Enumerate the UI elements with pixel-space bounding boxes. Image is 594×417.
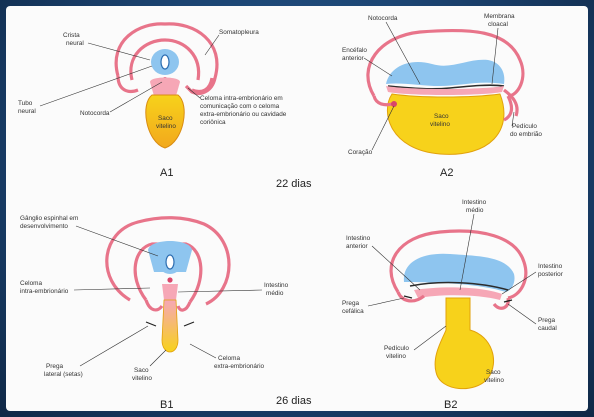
a1-label-notocorda: Notocorda <box>80 110 110 117</box>
a2-leader-coracao <box>372 106 394 150</box>
a2-label-notocorda: Notocorda <box>368 15 398 22</box>
b1-notochord <box>167 277 172 282</box>
b1-leader-saco <box>150 350 166 366</box>
b1-caption: B1 <box>160 399 173 411</box>
a2-neural-plate <box>386 60 504 86</box>
age-label-22: 22 dias <box>276 178 312 190</box>
b1-leader-prega <box>80 326 148 366</box>
b1-right-lateral-fold <box>178 302 190 310</box>
a1-caption: A1 <box>160 167 173 179</box>
b2-leader-prega-cefalica <box>368 298 404 306</box>
b1-neural-lumen <box>166 255 174 269</box>
b2-tail-fold <box>494 298 508 308</box>
b1-arrow-left <box>146 322 156 326</box>
a2-tail-fold <box>504 96 511 120</box>
b2-yolk-sac <box>435 298 494 389</box>
b1-arrow-right <box>184 322 194 326</box>
b1-left-lateral-fold <box>146 300 162 310</box>
a1-endoderm <box>150 78 180 97</box>
b1-gut <box>162 284 178 300</box>
b2-leader-prega-caudal <box>508 304 536 324</box>
b2-arrow-tail <box>504 300 512 302</box>
b1-yolk-stalk <box>162 300 178 352</box>
b1-leader-celoma-extra <box>190 344 216 358</box>
a1-left-fold <box>118 76 138 91</box>
b1-leader-ganglio <box>76 226 158 256</box>
age-label-26: 26 dias <box>276 395 312 407</box>
a2-label-coracao: Coração <box>348 149 373 156</box>
a1-leader-tubo <box>40 66 152 106</box>
a2-caption: A2 <box>440 167 453 179</box>
a1-neural-lumen <box>161 55 169 69</box>
b2-arrow-head <box>404 296 412 298</box>
b2-neural-tube <box>404 254 515 292</box>
a1-label-somatopleura: Somatopleura <box>219 29 259 36</box>
b2-caption: B2 <box>444 399 457 411</box>
